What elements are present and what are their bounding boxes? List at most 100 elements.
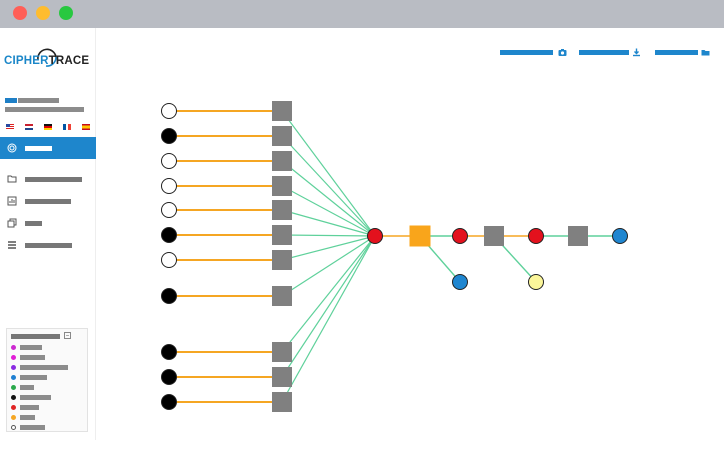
address-node[interactable] [612,228,628,244]
title-bar [0,0,724,28]
save-case-button[interactable] [655,47,711,58]
address-node[interactable] [452,228,468,244]
address-node[interactable] [528,228,544,244]
edge-cluster-to-hub [281,235,376,353]
cluster-node[interactable] [272,225,292,245]
language-selector [6,124,92,132]
source-address-node[interactable] [161,369,177,385]
brand-name-part2: TRACE [48,55,90,67]
edge-cluster-to-hub [281,234,376,237]
sidebar-item-gallery[interactable] [0,212,96,234]
snapshot-label [500,50,553,55]
close-window-button[interactable] [13,6,27,20]
cluster-node[interactable] [272,151,292,171]
cluster-node[interactable] [272,392,292,412]
folder-icon [701,50,710,56]
sidebar-item-label [25,221,42,226]
cluster-node[interactable] [484,226,504,246]
edge-cluster-to-hub [281,235,376,378]
source-address-node[interactable] [161,202,177,218]
collapse-icon[interactable] [64,332,71,339]
transaction-graph[interactable] [97,28,724,440]
snapshot-button[interactable] [500,47,567,58]
sidebar: CIPHERTRACE [0,28,96,440]
legend-label [20,355,45,360]
legend-label [20,375,47,380]
cluster-node[interactable] [272,176,292,196]
legend-color-dot [11,355,16,360]
maximize-window-button[interactable] [59,6,73,20]
source-address-node[interactable] [161,178,177,194]
cluster-node[interactable] [272,342,292,362]
source-address-node[interactable] [161,128,177,144]
cluster-node[interactable] [272,200,292,220]
user-email-placeholder [5,107,84,112]
branch-address-node[interactable] [452,274,468,290]
save-case-label [655,50,698,55]
download-button[interactable] [579,47,641,58]
legend-color-dot [11,425,16,430]
us-flag-icon[interactable] [6,124,14,130]
exchange-node[interactable] [409,225,431,247]
legend-color-dot [11,375,16,380]
legend-label [20,425,45,430]
edge-cluster-to-hub [281,160,376,237]
folder-icon [7,175,17,183]
sidebar-item-graph[interactable] [0,137,96,159]
cluster-node[interactable] [272,250,292,270]
de-flag-icon[interactable] [44,124,52,130]
source-address-node[interactable] [161,252,177,268]
edge-cluster-to-hub [281,209,376,237]
legend-color-dot [11,345,16,350]
sidebar-item-list[interactable] [0,234,96,256]
brand-logo[interactable]: CIPHERTRACE [4,46,92,72]
source-address-node[interactable] [161,153,177,169]
source-address-node[interactable] [161,288,177,304]
download-icon [633,48,640,57]
source-address-node[interactable] [161,103,177,119]
list-icon [8,241,16,249]
cluster-node[interactable] [272,101,292,121]
cluster-node[interactable] [272,126,292,146]
gallery-icon [7,218,17,228]
cluster-node[interactable] [272,286,292,306]
sidebar-item-label [25,177,82,182]
source-address-node[interactable] [161,394,177,410]
sidebar-item-reports[interactable] [0,190,96,212]
fingerprint-icon [7,143,17,153]
brand-wordmark: CIPHERTRACE [4,55,89,67]
branch-address-node[interactable] [528,274,544,290]
logo-arc-icon [37,48,57,67]
hub-address-node[interactable] [367,228,383,244]
legend-label [20,345,42,350]
cluster-node[interactable] [272,367,292,387]
minimize-window-button[interactable] [36,6,50,20]
sidebar-item-cases[interactable] [0,168,96,190]
es-flag-icon[interactable] [82,124,90,130]
source-address-node[interactable] [161,227,177,243]
edge-cluster-to-hub [281,235,376,297]
camera-icon [558,49,567,56]
download-label [579,50,629,55]
legend-label [20,385,34,390]
edge-cluster-to-hub [281,235,376,403]
edge-cluster-to-hub [281,185,376,237]
edge-cluster-to-hub [281,110,376,237]
source-address-node[interactable] [161,344,177,360]
graph-nodes [161,101,628,412]
legend-label [20,365,68,370]
legend-color-dot [11,415,16,420]
legend-label [20,405,39,410]
cluster-node[interactable] [568,226,588,246]
legend-label [20,395,51,400]
nl-flag-icon[interactable] [25,124,33,130]
edge-cluster-to-hub [281,135,376,237]
sidebar-item-label [25,146,52,151]
legend-title [11,334,60,339]
sidebar-menu [0,137,96,256]
fr-flag-icon[interactable] [63,124,71,130]
legend-color-dot [11,365,16,370]
legend-label [20,415,35,420]
sidebar-item-label [25,243,72,248]
